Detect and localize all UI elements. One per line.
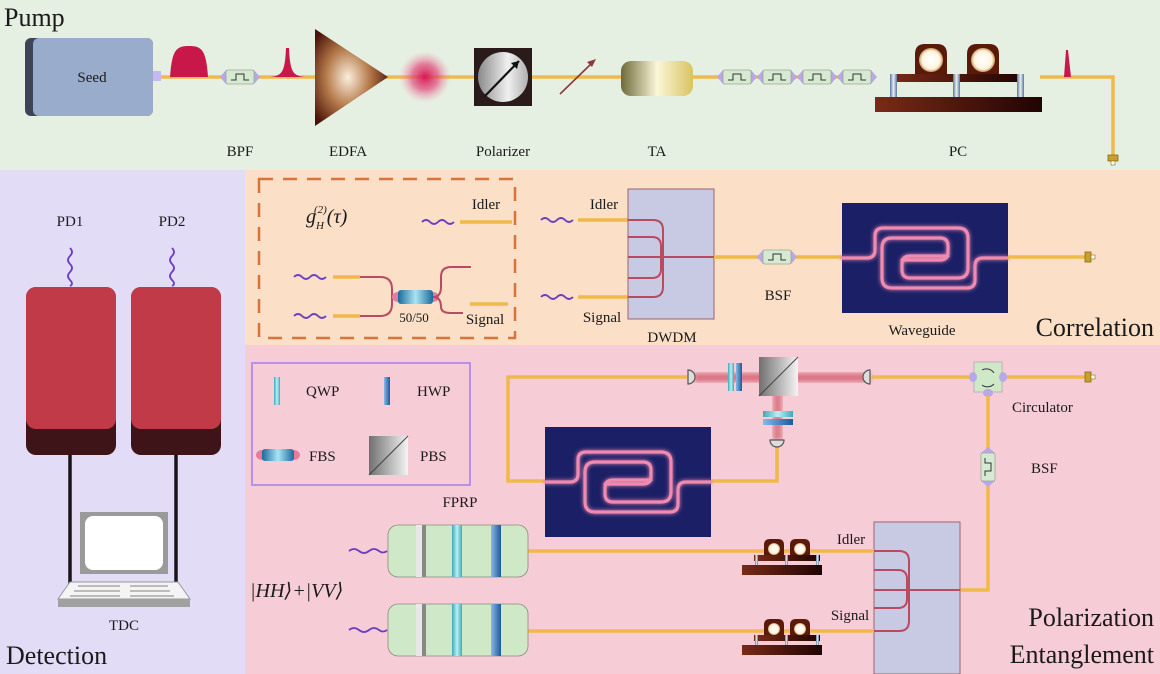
inset-idler-label: Idler [472,197,500,213]
dwdm-label: DWDM [647,330,696,346]
filter-2-icon[interactable] [756,69,798,85]
fbs-icon [256,449,300,461]
legend-hwp-label: HWP [417,384,450,400]
pol-signal-label: Signal [831,608,869,624]
pd2-photon-icon [169,247,175,287]
entangled-state-label: |HH⟩+|VV⟩ [250,580,343,602]
fprp-photon-1-icon [348,548,388,554]
g2-inset-box [257,177,517,340]
inset-photon-1-icon [293,274,327,280]
polarization-title-line1: Polarization [1028,603,1154,632]
inset-photon-2-icon [293,313,327,319]
inset-signal-label: Signal [466,312,504,328]
inset-coupler-out [432,266,471,314]
waveguide-chip[interactable] [842,203,1008,313]
narrow-pulse-icon [270,48,305,77]
legend-qwp-label: QWP [306,384,339,400]
bsf-label: BSF [765,288,792,304]
pd1-photon-icon [67,247,73,287]
pbs-cube[interactable] [758,356,799,397]
fprp-photon-2-icon [348,627,388,633]
legend-box [251,362,471,486]
splitter-label: 50/50 [399,310,429,325]
edfa-label: EDFA [329,144,367,160]
circulator[interactable] [969,361,1007,397]
waveplate-pair-h[interactable] [728,363,742,391]
pd1-label: PD1 [57,214,84,230]
seed-laser[interactable]: Seed [25,38,161,116]
filter-3-icon[interactable] [796,69,838,85]
fprp-signal[interactable] [387,603,529,657]
signal-photon-icon [540,294,574,300]
edfa-amplifier[interactable] [315,29,388,126]
sagnac-fiber-right [711,443,779,483]
seed-label: Seed [77,70,107,86]
g2-formula: gH(2)(τ) [306,204,348,232]
polarization-controller[interactable] [875,44,1042,112]
tdc-computer[interactable] [57,512,191,607]
fprp-label: FPRP [442,495,477,511]
beam-spot-icon [399,51,451,103]
pbs-icon [368,435,409,476]
pd2-detector[interactable] [131,287,221,455]
output-pulse-icon [1064,50,1071,77]
polarization-title-line2: Entanglement [1010,640,1155,669]
free-space-beam-vertical [773,378,782,440]
pc-label: PC [949,144,967,160]
filter-4-icon[interactable] [836,69,878,85]
bpf-label: BPF [227,144,254,160]
bpf-filter-icon[interactable] [219,69,261,85]
broad-pulse-icon [170,46,208,77]
fprp-idler[interactable] [387,524,529,578]
detector-cables [68,455,178,585]
tdc-label: TDC [109,618,139,634]
tapered-amplifier[interactable] [621,61,693,96]
pump-section-bg [0,0,1160,170]
ta-label: TA [648,144,667,160]
inset-idler-photon-icon [421,219,455,225]
circulator-label: Circulator [1012,400,1073,416]
polarizer[interactable] [474,48,532,106]
signal-label: Signal [583,310,621,326]
pump-title: Pump [4,3,65,32]
polarization-waveguide-chip[interactable] [545,427,711,537]
pd2-label: PD2 [159,214,186,230]
waveguide-label: Waveguide [888,323,955,339]
legend-fbs-label: FBS [309,449,336,465]
dwdm-module[interactable] [627,188,715,320]
idler-label: Idler [590,197,618,213]
pol-idler-label: Idler [837,532,865,548]
fbs-50-50-icon[interactable] [392,290,439,304]
polarization-arrow-icon [559,62,593,95]
correlation-title: Correlation [1036,313,1154,342]
bsf-filter-icon[interactable] [756,249,798,265]
bsf2-filter-icon[interactable] [980,446,996,488]
detection-title: Detection [6,641,107,670]
qwp-icon [274,377,280,405]
pd1-detector[interactable] [26,287,116,455]
polarizer-label: Polarizer [476,144,530,160]
hwp-icon [384,377,390,405]
sagnac-fiber-left [506,375,687,483]
dwdm-input-fibers [578,218,628,299]
bsf2-label: BSF [1031,461,1058,477]
dwdm-module-2[interactable] [873,521,961,674]
waveplate-pair-v[interactable] [763,411,793,425]
filter-1-icon[interactable] [716,69,758,85]
fprp-output-fibers [528,549,874,633]
legend-pbs-label: PBS [420,449,447,465]
idler-photon-icon [540,217,574,223]
inset-input-fibers [333,275,360,318]
